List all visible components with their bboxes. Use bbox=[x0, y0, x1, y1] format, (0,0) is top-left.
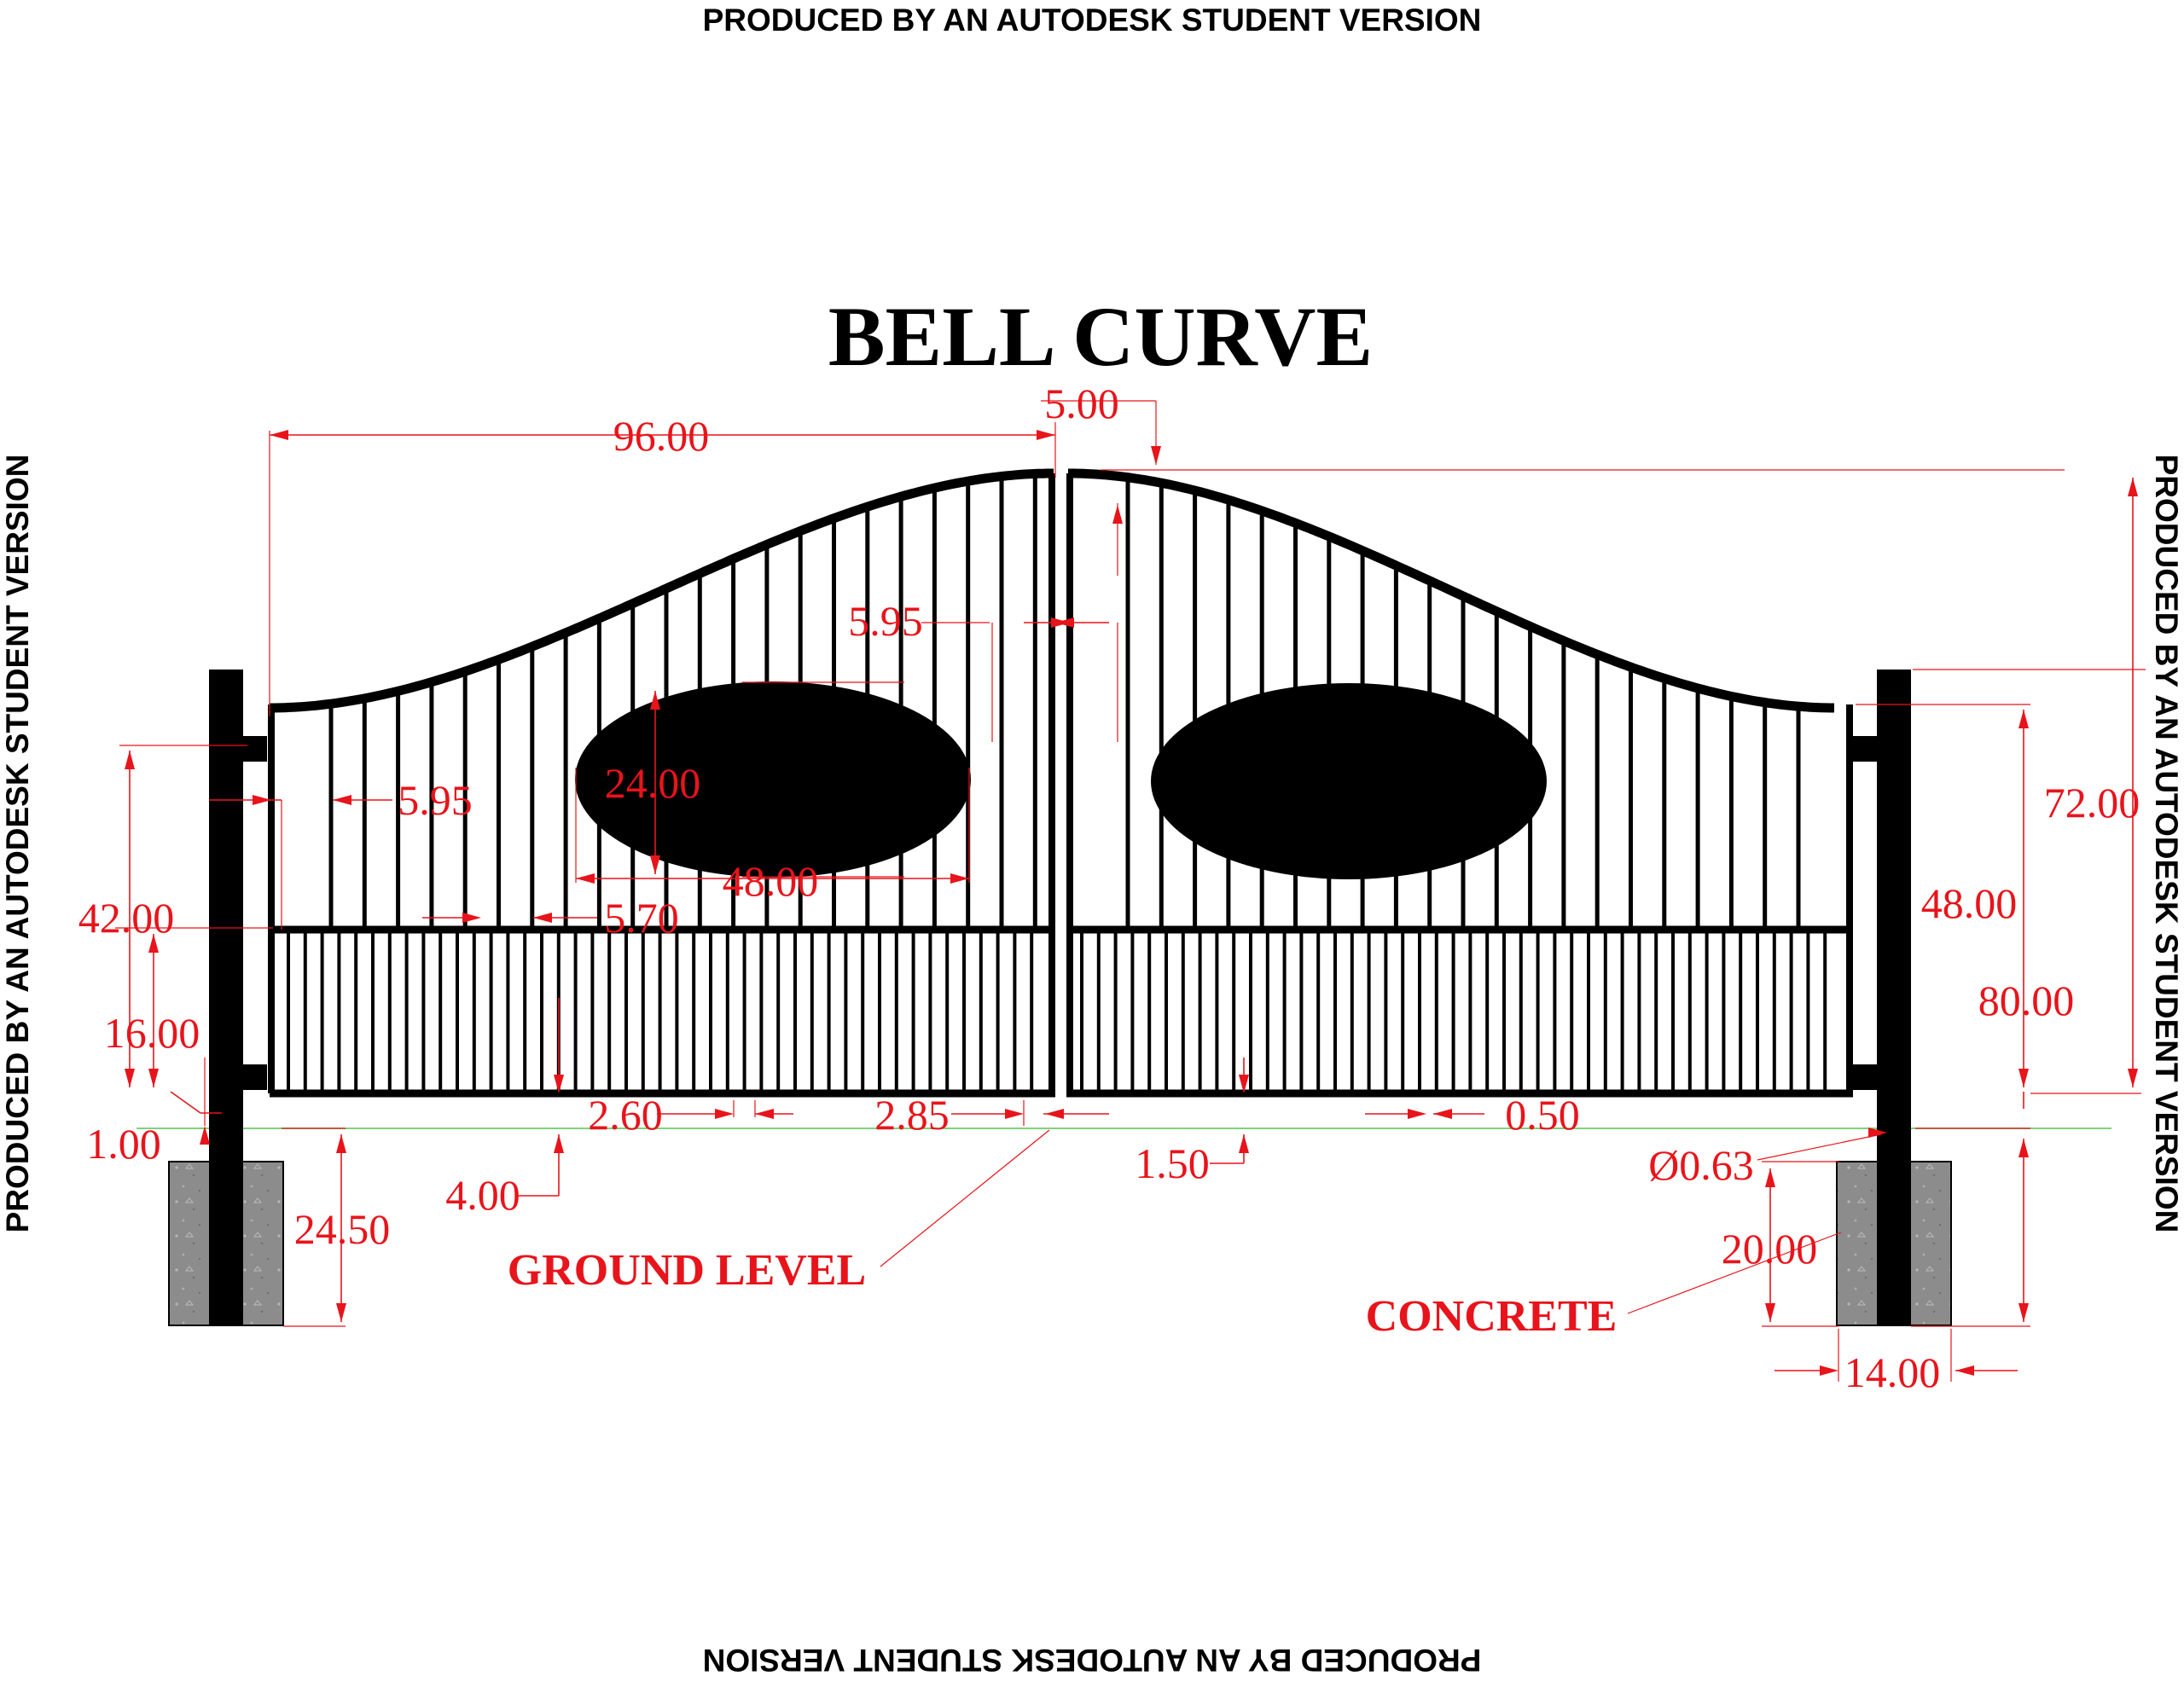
dimension-arrow bbox=[336, 1303, 346, 1322]
post-right bbox=[1877, 670, 1911, 1325]
dimension-arrow bbox=[554, 1134, 564, 1153]
watermark-left: PRODUCED BY AN AUTODESK STUDENT VERSION bbox=[0, 455, 35, 1233]
dimension-arrow bbox=[1239, 1075, 1249, 1093]
dimension-line bbox=[1757, 1133, 1882, 1161]
post-left bbox=[209, 670, 243, 1325]
dimension-arrow bbox=[1765, 1168, 1775, 1187]
dimension-arrow bbox=[715, 1109, 734, 1119]
label-concrete: CONCRETE bbox=[1366, 1292, 1618, 1341]
watermark-top: PRODUCED BY AN AUTODESK STUDENT VERSION bbox=[703, 3, 1482, 38]
dimension-line bbox=[170, 1091, 201, 1114]
watermark-right: PRODUCED BY AN AUTODESK STUDENT VERSION bbox=[2149, 455, 2184, 1233]
dimension-line bbox=[880, 1129, 1050, 1267]
dimension-arrow bbox=[1037, 430, 1055, 440]
dimension-arrow bbox=[2128, 478, 2138, 496]
dim-ground-gap: 1.00 bbox=[86, 1120, 161, 1168]
gate-frame bbox=[268, 468, 1853, 1098]
dimension-arrow bbox=[554, 1075, 564, 1093]
dim-picket-diameter: Ø0.63 bbox=[1648, 1141, 1754, 1189]
dimension-arrow bbox=[650, 691, 660, 710]
oval-ornament-right bbox=[1151, 683, 1547, 879]
hinge-bottom-right bbox=[1851, 1064, 1879, 1090]
dimension-arrow bbox=[533, 913, 552, 923]
dimension-arrow bbox=[1005, 1109, 1024, 1119]
dimension-arrow bbox=[200, 1126, 210, 1145]
dim-gate-width: 96.00 bbox=[613, 412, 710, 460]
dimension-arrow bbox=[253, 795, 271, 805]
dim-lower-picket-spacing: 2.60 bbox=[588, 1091, 663, 1139]
dimension-arrow bbox=[2018, 1069, 2029, 1087]
watermark-bottom: PRODUCED BY AN AUTODESK STUDENT VERSION bbox=[703, 1643, 1482, 1678]
drawing-title: BELL CURVE bbox=[828, 289, 1373, 384]
dim-overall-height: 72.00 bbox=[2044, 779, 2140, 826]
dim-picket-spacing-mid: 5.70 bbox=[604, 894, 679, 942]
dimension-arrow bbox=[1239, 1134, 1249, 1153]
dim-center-gap-top: 5.00 bbox=[1044, 380, 1119, 427]
dim-bottom-panel-height: 16.00 bbox=[104, 1009, 200, 1057]
dimension-arrow bbox=[336, 1134, 346, 1153]
label-ground-level: GROUND LEVEL bbox=[508, 1246, 866, 1295]
dimension-arrow bbox=[2128, 1069, 2138, 1087]
dim-footing-depth: 24.50 bbox=[294, 1205, 391, 1253]
dimension-arrow bbox=[148, 934, 159, 953]
dimension-arrow bbox=[1112, 505, 1123, 524]
dim-post-height-right: 80.00 bbox=[1978, 977, 2075, 1024]
dimension-arrow bbox=[333, 795, 351, 805]
dimension-arrow bbox=[1045, 1109, 1064, 1119]
dim-bottom-clearance: 4.00 bbox=[445, 1171, 520, 1219]
dimension-arrow bbox=[270, 430, 288, 440]
hinge-bottom-left bbox=[241, 1064, 267, 1090]
dimension-arrow bbox=[2018, 710, 2029, 728]
dimension-arrow bbox=[1765, 1303, 1775, 1322]
dimension-arrow bbox=[1820, 1365, 1838, 1376]
dim-oval-width: 48.00 bbox=[723, 857, 819, 905]
dim-picket-spacing-left: 5.95 bbox=[398, 776, 473, 824]
dimension-arrow bbox=[2018, 1303, 2029, 1322]
dimension-lines bbox=[115, 400, 2146, 1382]
dimension-arrow bbox=[650, 855, 660, 874]
dimension-arrow bbox=[462, 913, 481, 923]
dim-footing-left-depth: 20.00 bbox=[1722, 1225, 1818, 1272]
dimension-line bbox=[1627, 1232, 1842, 1314]
dimension-arrow bbox=[1433, 1109, 1452, 1119]
dim-oval-height: 24.00 bbox=[605, 759, 701, 807]
dimension-arrow bbox=[148, 1069, 159, 1087]
dimension-arrow bbox=[1151, 446, 1161, 465]
dimension-arrow bbox=[1955, 1365, 1974, 1376]
dim-side-height: 48.00 bbox=[1921, 879, 2018, 927]
dimension-arrow bbox=[125, 1069, 135, 1087]
dimension-arrow bbox=[1408, 1109, 1426, 1119]
dim-post-height-left: 42.00 bbox=[78, 894, 175, 942]
dimension-arrow bbox=[950, 873, 969, 884]
top-arch-right bbox=[1068, 468, 1834, 713]
dimension-arrow bbox=[1868, 1128, 1887, 1138]
dim-lower-picket-spacing-2: 2.85 bbox=[874, 1091, 950, 1139]
top-arch-left bbox=[270, 468, 1054, 713]
dim-rail-thickness: 0.50 bbox=[1505, 1091, 1580, 1139]
dimension-arrow bbox=[125, 751, 135, 769]
oval-ornament-left bbox=[575, 681, 971, 878]
dim-footing-width: 14.00 bbox=[1844, 1348, 1941, 1396]
dimension-arrow bbox=[576, 873, 595, 884]
dimension-arrow bbox=[2018, 1139, 2029, 1157]
dim-picket-spacing-top: 5.95 bbox=[848, 597, 923, 645]
dimension-arrow bbox=[755, 1109, 774, 1119]
dim-center-gap: 1.50 bbox=[1135, 1139, 1210, 1187]
